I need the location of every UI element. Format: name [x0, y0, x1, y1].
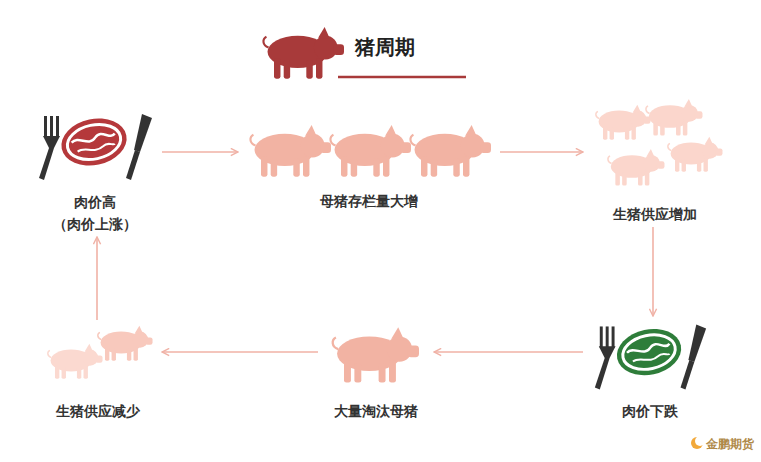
stage-node: 生猪供应减少	[35, 322, 160, 422]
watermark: 金鹏期货	[706, 436, 754, 453]
stage-label: 大量淘汰母猪	[334, 400, 418, 422]
cycle-arrow	[162, 151, 238, 153]
pig-icon	[410, 125, 491, 177]
faint-pig-icon	[668, 137, 723, 172]
pig-icon	[250, 125, 331, 177]
cycle-arrow	[434, 351, 583, 353]
pig-icon	[333, 327, 419, 382]
stage-node: 生猪供应增加	[585, 95, 725, 225]
stage-label: （肉价上涨）	[53, 213, 137, 235]
watermark-logo	[695, 436, 705, 446]
faint-pig-icon	[98, 326, 153, 361]
diagram-title: 猪周期	[355, 34, 415, 61]
faint-pig-icon	[596, 105, 651, 140]
green-steak-icon	[595, 323, 706, 389]
stage-label: 肉价高	[74, 191, 116, 213]
cycle-arrow	[652, 227, 654, 316]
title-underline	[338, 76, 466, 79]
faint-pig-icon	[646, 99, 703, 135]
stage-node: 肉价高（肉价上涨）	[30, 108, 160, 235]
stage-node: 肉价下跌	[585, 318, 715, 422]
stage-label: 生猪供应增加	[613, 203, 697, 225]
faint-pig-icon	[48, 344, 103, 379]
red-steak-icon	[39, 113, 152, 180]
title-pig	[263, 27, 344, 79]
pig-icon	[330, 125, 411, 177]
stage-node: 母猪存栏量大增	[240, 120, 498, 212]
faint-pig-icon	[608, 149, 665, 185]
cycle-arrow	[96, 237, 98, 320]
stage-label: 生猪供应减少	[56, 400, 140, 422]
stage-label: 肉价下跌	[622, 400, 678, 422]
stage-node: 大量淘汰母猪	[320, 325, 432, 422]
cycle-arrow	[162, 351, 318, 353]
cycle-arrow	[500, 151, 583, 153]
stage-label: 母猪存栏量大增	[320, 190, 418, 212]
